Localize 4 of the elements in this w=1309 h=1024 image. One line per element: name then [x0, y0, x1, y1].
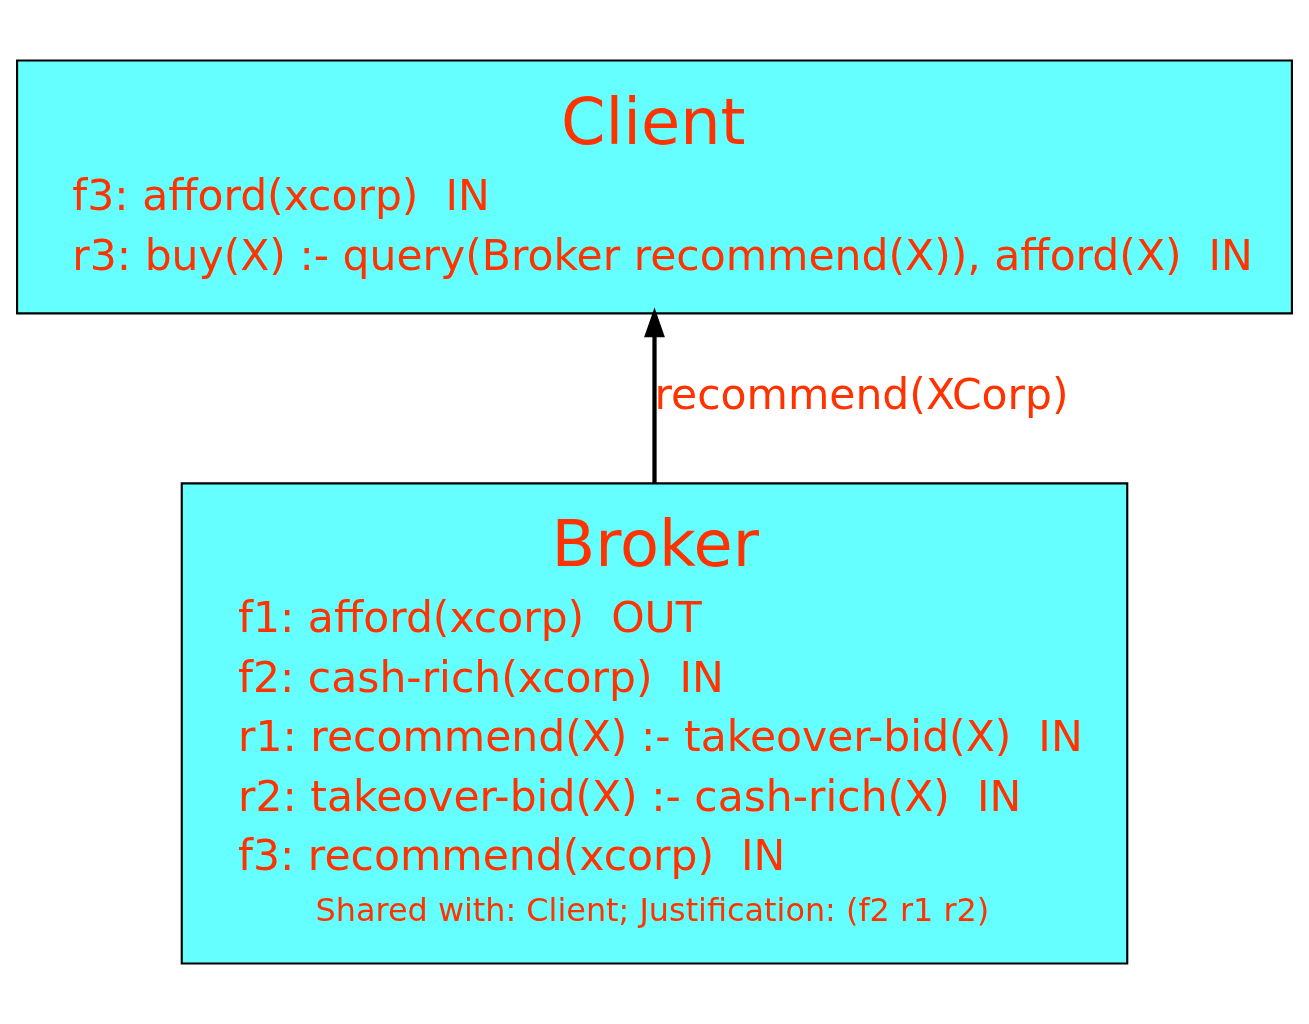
edge-label: recommend(XCorp) — [654, 369, 1069, 419]
arrow — [644, 307, 665, 484]
node-box: Client f3: afford(xcorp) IN r3: buy(X) :- query(Broker recommend(X)), afford(X) IN — [16, 59, 1293, 315]
node-box: Broker f1: afford(xcorp) OUT f2: cash-rich(xcorp) IN r1: recommend(X) :- takeover-bid(X) IN r2: takeover-bid(X) :- cash-rich(X) IN f3: recommend(xcorp) IN Shared with: Client; Justification: (f2 r1 r2) — [180, 482, 1129, 965]
